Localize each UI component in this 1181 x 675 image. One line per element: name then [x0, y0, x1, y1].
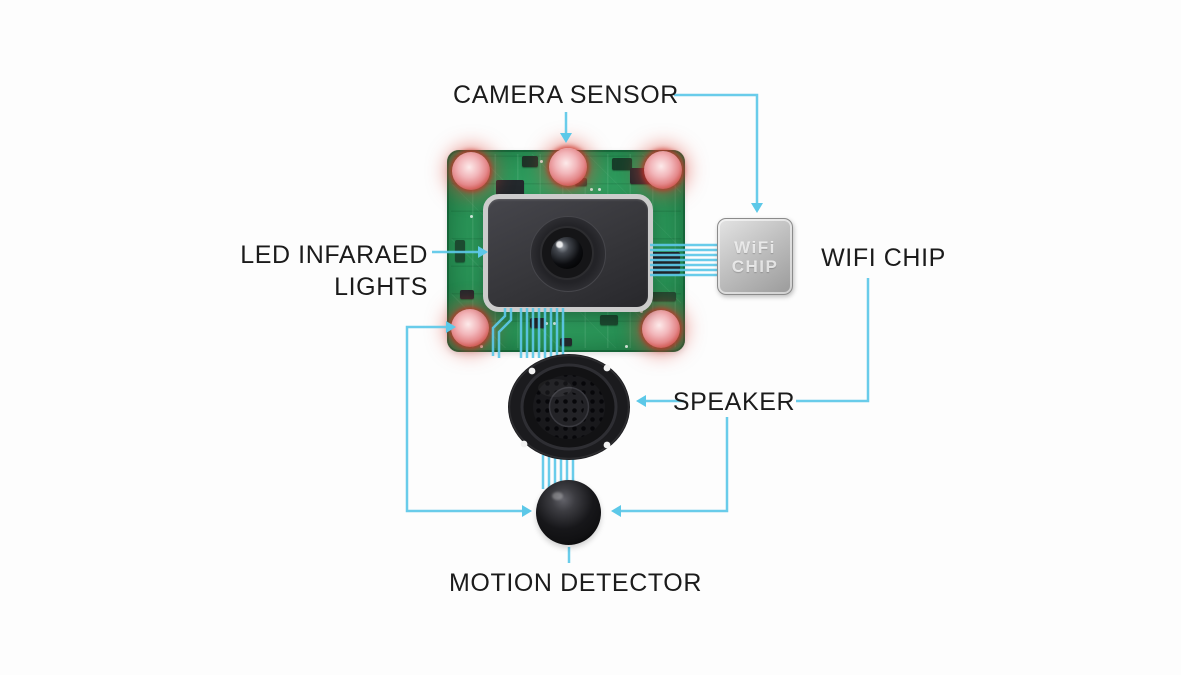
speaker-label: SPEAKER — [672, 388, 796, 416]
camera-sensor-label: CAMERA SENSOR — [453, 81, 679, 109]
pcb-component — [530, 318, 546, 328]
ir-led-bottom-left — [451, 309, 489, 347]
led-to-motion-loop-line — [405, 325, 523, 513]
motion-detector-component — [536, 480, 601, 545]
pcb-component — [522, 156, 538, 167]
arrow-left-icon — [611, 505, 621, 517]
led-infrared-lights-label-line2: LIGHTS — [334, 273, 428, 301]
silkscreen-dot — [553, 322, 556, 325]
wifi-chip-label: WIFI CHIP — [821, 244, 946, 272]
motion-detector-label: MOTION DETECTOR — [449, 569, 702, 597]
arrow-down-icon — [560, 133, 572, 143]
wifi-chip-component: WiFi CHIP — [717, 218, 793, 295]
silkscreen-dot — [540, 160, 543, 163]
pcb-component — [460, 290, 474, 299]
wifi-chip-engraving-line2: CHIP — [731, 256, 779, 276]
arrow-right-icon — [522, 505, 532, 517]
speaker-screw-hole — [603, 364, 611, 372]
pcb-component — [600, 315, 618, 325]
speaker-screw-hole — [520, 440, 528, 448]
ir-led-top-right — [644, 151, 682, 189]
silkscreen-dot — [590, 188, 593, 191]
silkscreen-dot — [625, 345, 628, 348]
ir-led-bottom-right — [642, 310, 680, 348]
ir-led-top-left — [452, 152, 490, 190]
pcb-component — [652, 292, 676, 301]
pcb-component — [455, 240, 465, 262]
lens-highlight — [556, 241, 563, 248]
speaker-to-motion-line — [621, 417, 729, 513]
camera-sensor-to-chip-line — [674, 93, 759, 205]
pcb-component — [560, 338, 572, 346]
arrow-left-icon — [636, 395, 646, 407]
silkscreen-dot — [640, 310, 643, 313]
pcb-component — [612, 158, 632, 170]
pcb-component — [650, 252, 680, 274]
wifi-chip-engraving-line1: WiFi — [734, 237, 776, 257]
led-infrared-lights-label: LED INFARAED LIGHTS — [210, 239, 428, 303]
speaker-component — [508, 354, 630, 460]
led-infrared-lights-label-line1: LED INFARAED — [240, 241, 428, 269]
pcb-component — [575, 178, 587, 186]
silkscreen-dot — [598, 188, 601, 191]
wifi-label-line — [796, 278, 870, 403]
motion-detector-highlight — [552, 492, 563, 500]
silkscreen-dot — [470, 215, 473, 218]
silkscreen-dot — [545, 322, 548, 325]
arrow-down-icon — [751, 203, 763, 213]
ir-led-top-center — [549, 148, 587, 186]
speaker-grille-center — [554, 392, 584, 422]
speaker-screw-hole — [603, 441, 611, 449]
silkscreen-dot — [480, 345, 483, 348]
speaker-screw-hole — [528, 367, 536, 375]
